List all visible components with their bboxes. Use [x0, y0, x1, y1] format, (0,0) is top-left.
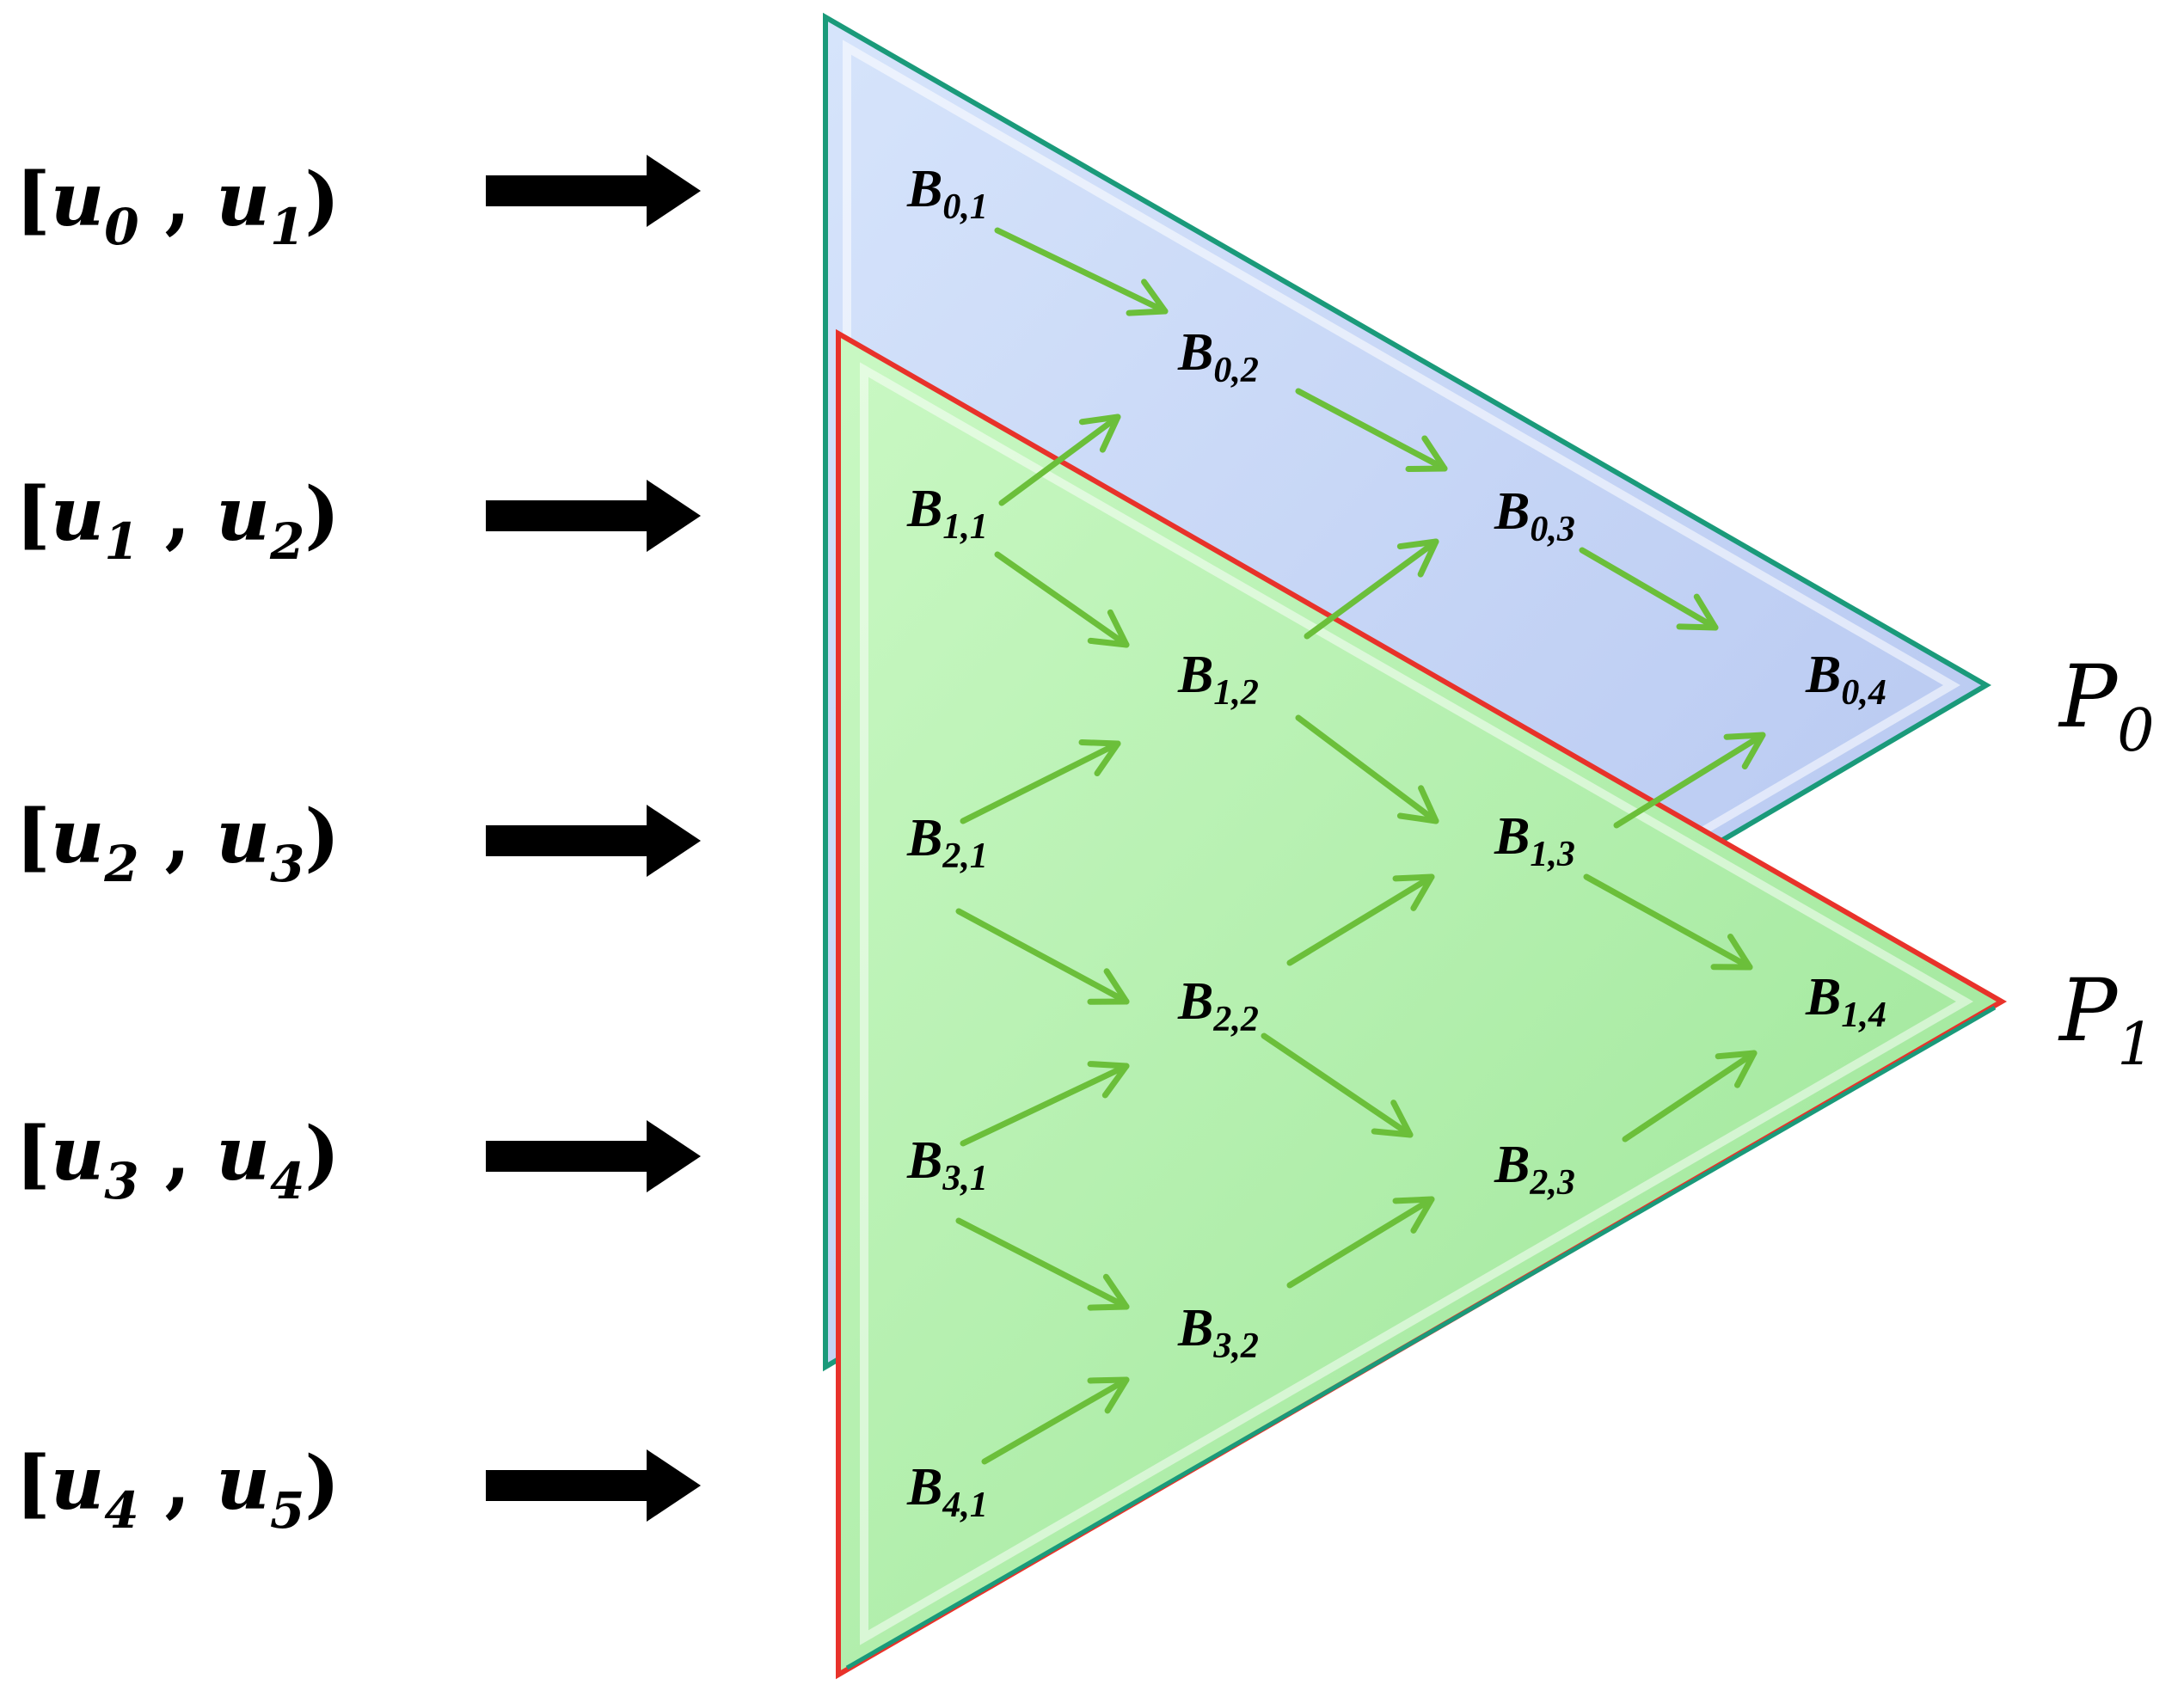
flow-arrow-11 [1613, 732, 1766, 829]
flow-arrow-17 [981, 1376, 1130, 1465]
node-b02: B0,2 [1177, 323, 1259, 390]
triangle-p1 [836, 328, 2008, 1680]
input-arrow-4 [486, 1449, 701, 1522]
flow-arrow-15 [960, 1061, 1130, 1147]
flow-arrow-2 [1579, 547, 1719, 631]
input-arrow-3 [486, 1120, 701, 1192]
input-arrows [486, 155, 701, 1522]
flow-arrow-1 [1295, 388, 1448, 473]
flow-arrow-0 [994, 227, 1169, 316]
node-b14: B1,4 [1805, 968, 1886, 1035]
interval-label-3: [u3 , u4) [15, 1111, 340, 1210]
output-p0: P0 [2058, 646, 2155, 765]
node-b12: B1,2 [1177, 646, 1259, 713]
node-b22: B2,2 [1177, 972, 1259, 1039]
node-b13: B1,3 [1494, 807, 1575, 874]
triangle-p1-lower-edge [845, 1005, 1997, 1670]
flow-arrow-13 [1286, 873, 1435, 966]
flow-arrow-16 [1286, 1196, 1435, 1289]
flow-arrow-8 [955, 1217, 1130, 1311]
node-b21: B2,1 [906, 809, 988, 876]
flow-arrow-12 [960, 738, 1121, 824]
node-b11: B1,1 [906, 480, 988, 547]
node-b03: B0,3 [1494, 482, 1575, 549]
input-arrow-2 [486, 805, 701, 877]
flow-arrows [955, 227, 1766, 1465]
flow-arrow-14 [1622, 1050, 1758, 1143]
node-labels: B0,1 B0,2 B0,3 B0,4 B1,1 B1,2 B1,3 B1,4 … [906, 160, 1886, 1525]
interval-labels: [u0 , u1) [u1 , u2) [u2 , u3) [u3 , u4) … [15, 156, 340, 1540]
flow-arrow-9 [998, 414, 1121, 506]
output-labels: P0 P1 [2058, 646, 2155, 1079]
node-b23: B2,3 [1494, 1136, 1575, 1203]
input-arrow-0 [486, 155, 701, 227]
flow-arrow-6 [955, 908, 1130, 1005]
flow-arrow-7 [1261, 1032, 1414, 1138]
flow-arrow-3 [994, 551, 1130, 648]
output-p1: P1 [2058, 960, 2155, 1079]
interval-label-2: [u2 , u3) [15, 793, 340, 893]
flow-arrow-4 [1295, 714, 1439, 824]
input-arrow-1 [486, 480, 701, 552]
interval-label-0: [u0 , u1) [15, 156, 340, 256]
interval-label-1: [u1 , u2) [15, 471, 340, 571]
flow-arrow-5 [1583, 873, 1753, 971]
node-b04: B0,4 [1805, 646, 1886, 713]
node-b31: B3,1 [906, 1131, 988, 1198]
node-b41: B4,1 [906, 1458, 988, 1525]
interval-label-4: [u4 , u5) [15, 1440, 340, 1540]
node-b32: B3,2 [1177, 1299, 1259, 1366]
flow-arrow-10 [1304, 538, 1439, 640]
node-b01: B0,1 [906, 160, 988, 227]
triangle-p1-bevel [860, 362, 1974, 1645]
